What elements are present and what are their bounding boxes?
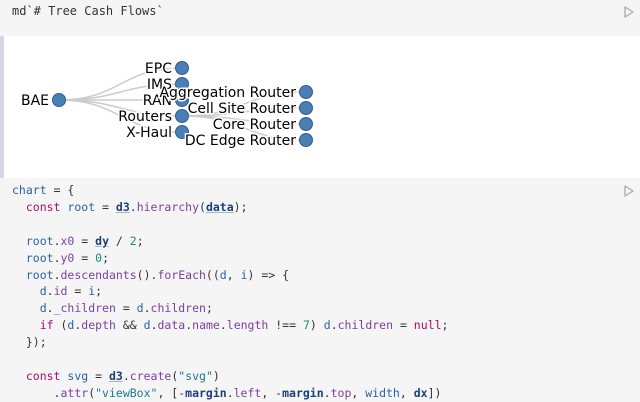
- tree-node[interactable]: [175, 109, 189, 123]
- markdown-cell[interactable]: md`# Tree Cash Flows`: [0, 0, 640, 24]
- tree-node-label: DC Edge Router: [185, 133, 296, 149]
- code-line: if (d.depth && d.data.name.length !== 7)…: [39, 318, 449, 333]
- tree-node[interactable]: [175, 125, 189, 139]
- code-cell[interactable]: [0, 180, 640, 400]
- tree-link: [181, 115, 307, 141]
- tree-node[interactable]: [299, 133, 313, 147]
- code-line: });: [25, 335, 47, 350]
- markdown-source[interactable]: md`# Tree Cash Flows`: [12, 4, 164, 18]
- play-icon: [624, 185, 634, 197]
- tree-node-label: Routers: [118, 109, 172, 125]
- run-code-cell-button[interactable]: [622, 184, 636, 198]
- tree-node[interactable]: [299, 85, 313, 99]
- cell-indicator-bar: [0, 36, 4, 178]
- play-icon: [624, 6, 634, 18]
- tree-node-label: IMS: [147, 77, 172, 93]
- code-editor[interactable]: chart = { const root = d3.hierarchy(data…: [12, 182, 448, 402]
- code-line: root.descendants().forEach((d, i) => {: [25, 267, 290, 282]
- tree-node-label: Core Router: [213, 117, 296, 133]
- tree-node[interactable]: [299, 101, 313, 115]
- code-line: d.id = i;: [39, 284, 103, 299]
- tree-node[interactable]: [175, 61, 189, 75]
- code-line: chart = {: [12, 183, 75, 197]
- tree-node-label: BAE: [21, 93, 49, 109]
- tree-node[interactable]: [299, 117, 313, 131]
- tree-link: [58, 99, 183, 133]
- tree-node-label: X-Haul: [126, 125, 172, 141]
- tree-node[interactable]: [175, 93, 189, 107]
- code-line: const svg = d3.create("svg"): [25, 368, 220, 383]
- tree-node-label: EPC: [145, 61, 172, 77]
- tree-links: [58, 67, 307, 141]
- tree-node-label: Cell Site Router: [188, 101, 297, 117]
- tree-node[interactable]: [52, 93, 66, 107]
- tree-node[interactable]: [175, 77, 189, 91]
- run-cell-button[interactable]: [622, 5, 636, 19]
- code-line: .attr("viewBox", [-margin.left, -margin.…: [53, 385, 442, 400]
- code-line: root.y0 = 0;: [25, 250, 110, 265]
- code-line: root.x0 = dy / 2;: [25, 233, 144, 248]
- code-line: d._children = d.children;: [39, 301, 213, 316]
- chart-output: [0, 36, 640, 178]
- tree-node-label: Aggregation Router: [159, 85, 296, 101]
- code-line: const root = d3.hierarchy(data);: [25, 199, 248, 214]
- tree-node-label: RAN: [143, 93, 172, 109]
